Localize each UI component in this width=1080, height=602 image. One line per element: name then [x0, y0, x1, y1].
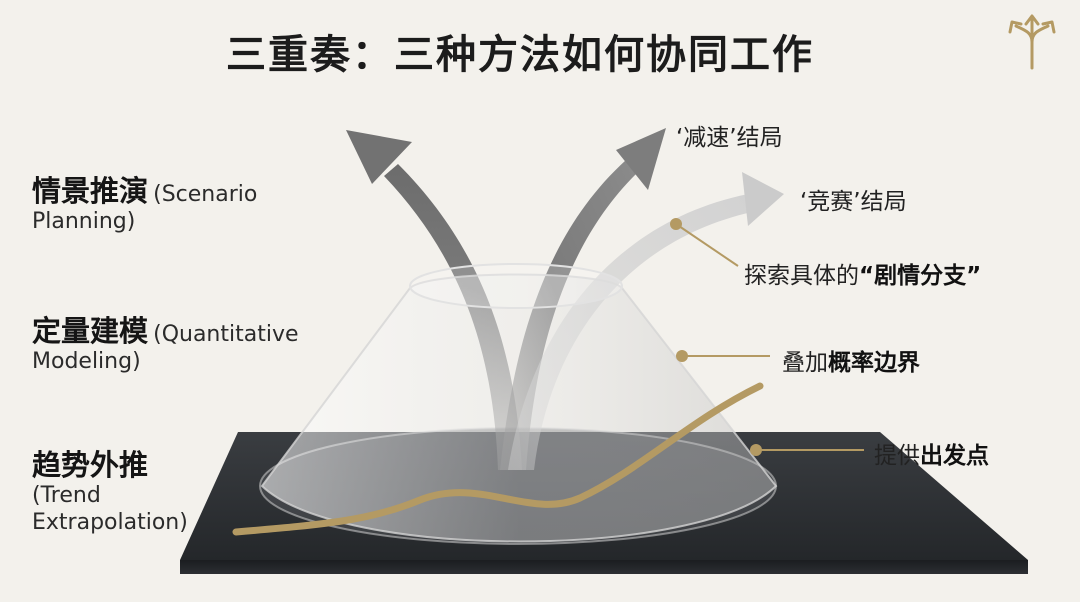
- method-zh: 趋势外推: [32, 448, 212, 483]
- annotation-bold: 出发点: [920, 443, 989, 469]
- branching-arrows-icon: [1004, 12, 1060, 70]
- method-scenario-planning: 情景推演 (Scenario Planning): [32, 174, 257, 236]
- method-en-cont: Modeling): [32, 349, 141, 374]
- method-en: (Quantitative: [153, 322, 298, 347]
- annotation-plain: 提供: [874, 443, 920, 469]
- method-zh: 情景推演: [32, 174, 148, 208]
- method-en-cont: Planning): [32, 209, 135, 234]
- annotation-bold: 概率边界: [828, 350, 920, 376]
- annotation-plain: 探索具体的: [744, 263, 859, 289]
- annotation-trend: 提供出发点: [874, 436, 989, 470]
- annotation-modeling: 叠加概率边界: [782, 343, 920, 377]
- annotation-bold: “剧情分支”: [859, 263, 981, 289]
- leader-modeling: [676, 350, 770, 362]
- outcome-slowdown-label: ‘减速’结局: [676, 118, 783, 152]
- outcome-race-label: ‘竞赛’结局: [800, 182, 907, 216]
- method-zh: 定量建模: [32, 314, 148, 348]
- method-quantitative-modeling: 定量建模 (Quantitative Modeling): [32, 314, 299, 376]
- page-title: 三重奏：三种方法如何协同工作: [0, 22, 1040, 80]
- method-trend-extrapolation: 趋势外推 (Trend Extrapolation): [32, 448, 212, 537]
- annotation-scenario: 探索具体的“剧情分支”: [744, 256, 981, 290]
- method-en: (Trend Extrapolation): [32, 483, 212, 537]
- method-en: (Scenario: [153, 182, 257, 207]
- annotation-plain: 叠加: [782, 350, 828, 376]
